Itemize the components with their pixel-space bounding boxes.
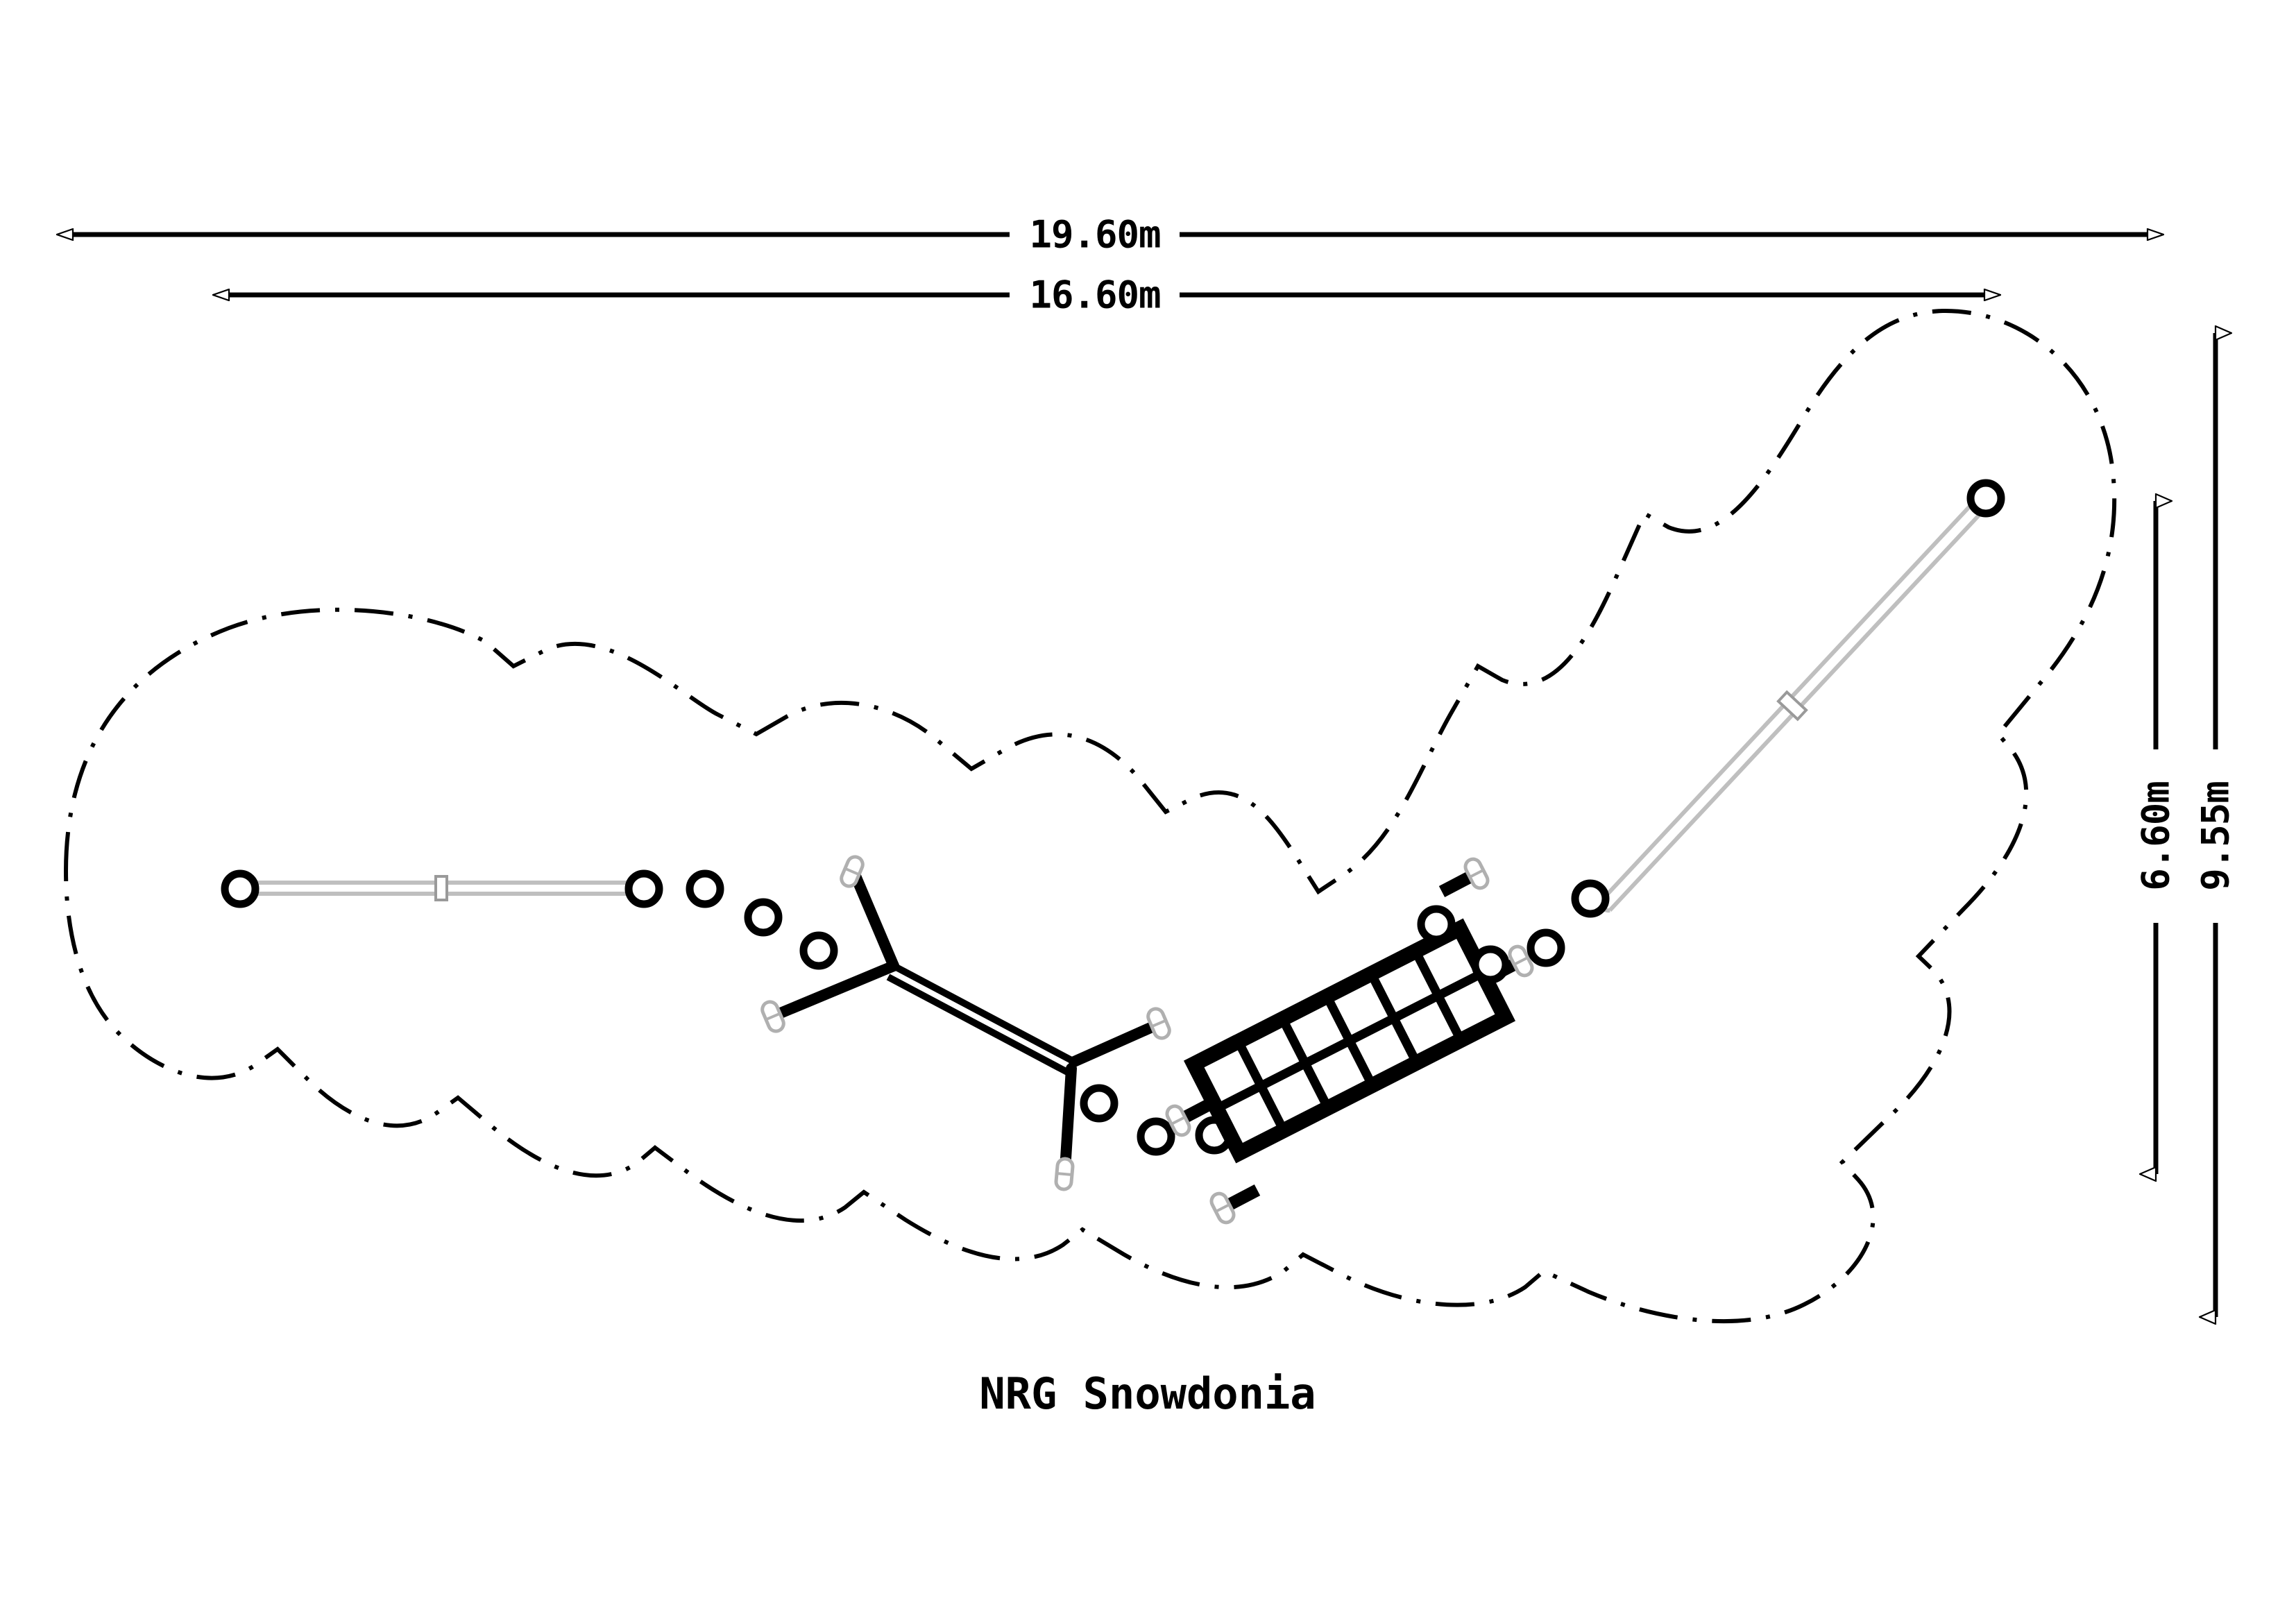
zip-beam-assembly	[1571, 479, 2005, 918]
stepping-post	[1080, 1084, 1119, 1123]
stepping-post-group-left	[686, 869, 838, 970]
cargo-net-horizontal	[1214, 969, 1485, 1113]
zip-beam-mid-connector	[1776, 690, 1808, 722]
balance-beam-assembly	[221, 869, 663, 908]
h-frame-leg-upper-right	[1069, 1020, 1161, 1067]
post-zip-beam-upper	[1966, 479, 2005, 518]
stepping-post	[1137, 1117, 1175, 1156]
safety-zone-boundary	[63, 308, 2117, 1324]
h-frame-leg-upper-left	[849, 869, 899, 971]
dimension-height-inner: 6.60m	[2134, 501, 2178, 1174]
cargo-net-tie	[1180, 1097, 1216, 1123]
dimension-label-width-inner: 16.60m	[1029, 273, 1160, 317]
h-frame-structure	[760, 855, 1171, 1191]
dimension-width-inner: 16.60m	[229, 273, 1984, 317]
cargo-net-tie	[1225, 1184, 1261, 1211]
stepping-post-group-right	[1417, 905, 1565, 984]
dimension-width-overall: 19.60m	[73, 213, 2148, 257]
post-balance-beam-left	[221, 869, 260, 908]
dimension-label-height-overall: 9.55m	[2194, 781, 2238, 891]
dimension-label-height-inner: 6.60m	[2134, 781, 2178, 891]
dimension-height-overall: 9.55m	[2194, 333, 2238, 1317]
stepping-post	[799, 931, 838, 970]
h-frame-leg-lower-right	[1060, 1063, 1077, 1175]
stepping-post	[1417, 905, 1456, 944]
h-frame-anchor-group	[760, 855, 1171, 1191]
cargo-net-tie	[1438, 871, 1474, 897]
balance-beam-mid-connector	[434, 875, 448, 901]
h-frame-spine-bottom	[886, 974, 1071, 1076]
page-title: NRG Snowdonia	[979, 1368, 1316, 1419]
dimension-label-width-overall: 19.60m	[1029, 213, 1160, 257]
post-zip-beam-lower	[1571, 879, 1610, 918]
stepping-post	[1527, 928, 1565, 967]
stepping-post	[744, 898, 783, 937]
stepping-post	[1471, 945, 1510, 984]
stepping-post	[686, 869, 724, 908]
h-frame-leg-lower-left	[772, 960, 899, 1020]
post-balance-beam-right	[624, 869, 663, 908]
h-frame-spine-top	[892, 962, 1076, 1065]
